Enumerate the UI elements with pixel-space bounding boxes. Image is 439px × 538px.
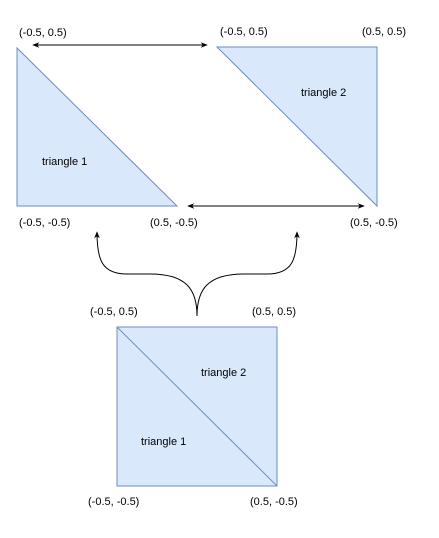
triangle-1-label: triangle 1: [42, 156, 87, 168]
triangle-2-corner-top-right: (0.5, 0.5): [362, 26, 406, 38]
triangle-2-label: triangle 2: [301, 87, 346, 99]
triangle-1-shape[interactable]: [16, 46, 179, 207]
split-arrow-to-triangle-1[interactable]: [94, 231, 198, 317]
triangle-1-corner-bottom-left: (-0.5, -0.5): [19, 217, 70, 229]
triangle-2-corner-bottom-right: (0.5, -0.5): [350, 217, 398, 229]
triangle-1-corner-top-left: (-0.5, 0.5): [19, 27, 67, 39]
square-corner-bottom-right: (0.5, -0.5): [250, 496, 298, 508]
triangle-2-corner-top-left: (-0.5, 0.5): [220, 26, 268, 38]
square-corner-top-left: (-0.5, 0.5): [90, 306, 138, 318]
square-lower-label: triangle 1: [141, 436, 186, 448]
square-upper-label: triangle 2: [201, 367, 246, 379]
split-arrow-to-triangle-2[interactable]: [196, 231, 300, 317]
triangle-1-corner-bottom-right: (0.5, -0.5): [150, 217, 198, 229]
triangle-2-shape[interactable]: [215, 46, 378, 208]
square-diagonal: [116, 326, 278, 487]
square-corner-top-right: (0.5, 0.5): [252, 306, 296, 318]
square-corner-bottom-left: (-0.5, -0.5): [88, 496, 139, 508]
